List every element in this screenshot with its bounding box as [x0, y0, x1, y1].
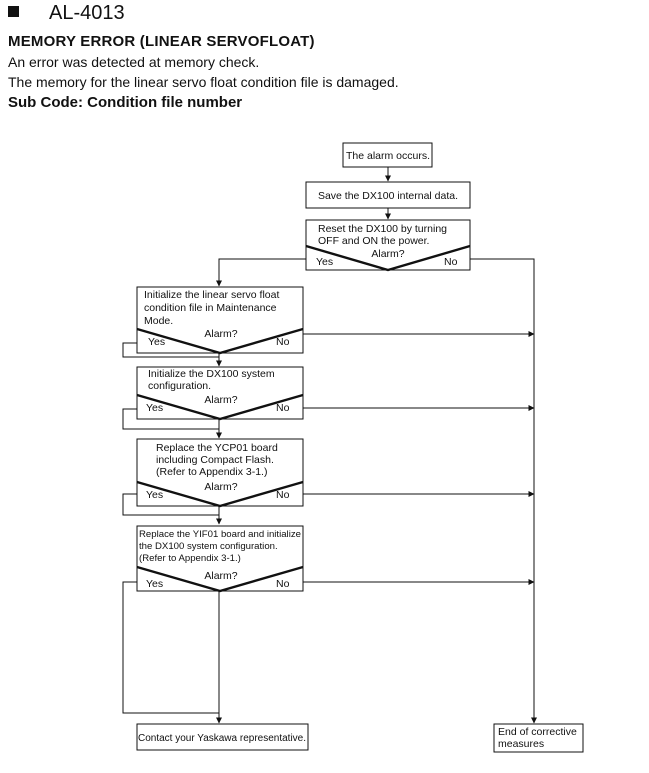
- decision-diamond: [136, 327, 304, 355]
- sub-code: Sub Code: Condition file number: [8, 94, 243, 111]
- reset-text-line-1: Reset the DX100 by turning: [318, 223, 447, 235]
- start-text: The alarm occurs.: [346, 150, 430, 162]
- start-box: The alarm occurs.: [342, 142, 433, 168]
- replace-ycp-line-2: including Compact Flash.: [156, 454, 274, 466]
- init-system-line-1: Initialize the DX100 system: [148, 368, 275, 380]
- decision-label: Alarm?: [204, 570, 237, 582]
- init-file-line-1: Initialize the linear servo float: [144, 289, 279, 301]
- no-label: No: [276, 578, 290, 590]
- no-label: No: [276, 489, 290, 501]
- decision-diamond: [136, 393, 304, 421]
- alarm-title: MEMORY ERROR (LINEAR SERVOFLOAT): [8, 33, 315, 50]
- decision-label: Alarm?: [204, 394, 237, 406]
- end-text-line-1: End of corrective: [498, 726, 577, 738]
- contact-text: Contact your Yaskawa representative.: [138, 733, 306, 744]
- decision-diamond: [305, 244, 471, 272]
- flowchart-lines: [122, 167, 537, 724]
- init-condition-file-box: Initialize the linear servo float condit…: [136, 286, 304, 355]
- yes-label: Yes: [316, 256, 333, 268]
- replace-yif-line-1: Replace the YIF01 board and initialize: [139, 529, 301, 540]
- replace-yif-line-3: (Refer to Appendix 3-1.): [139, 553, 241, 564]
- replace-ycp-line-3: (Refer to Appendix 3-1.): [156, 466, 267, 478]
- contact-yaskawa-box: Contact your Yaskawa representative.: [136, 723, 309, 751]
- description-line-1: An error was detected at memory check.: [8, 54, 260, 70]
- yes-label: Yes: [148, 336, 165, 348]
- init-system-line-2: configuration.: [148, 380, 211, 392]
- replace-yif-line-2: the DX100 system configuration.: [139, 541, 278, 552]
- save-data-text: Save the DX100 internal data.: [318, 190, 458, 202]
- no-label: No: [276, 336, 290, 348]
- reset-text-line-2: OFF and ON the power.: [318, 235, 429, 247]
- decision-label: Alarm?: [204, 328, 237, 340]
- replace-ycp01-box: Replace the YCP01 board including Compac…: [136, 438, 304, 508]
- reset-box: Reset the DX100 by turning OFF and ON th…: [305, 219, 471, 272]
- description-line-2: The memory for the linear servo float co…: [8, 74, 399, 90]
- replace-yif01-box: Replace the YIF01 board and initialize t…: [136, 525, 304, 593]
- yes-label: Yes: [146, 489, 163, 501]
- init-system-config-box: Initialize the DX100 system configuratio…: [136, 366, 304, 421]
- end-text-line-2: measures: [498, 738, 544, 750]
- no-label: No: [276, 402, 290, 414]
- alarm-code: AL-4013: [49, 2, 125, 24]
- replace-ycp-line-1: Replace the YCP01 board: [156, 442, 278, 454]
- yes-label: Yes: [146, 402, 163, 414]
- yes-label: Yes: [146, 578, 163, 590]
- save-data-box: Save the DX100 internal data.: [305, 181, 471, 209]
- end-box: End of corrective measures: [493, 723, 584, 753]
- decision-diamond: [136, 565, 304, 593]
- decision-label: Alarm?: [204, 481, 237, 493]
- decision-diamond: [136, 480, 304, 508]
- init-file-line-3: Mode.: [144, 315, 173, 327]
- decision-label: Alarm?: [371, 248, 404, 260]
- init-file-line-2: condition file in Maintenance: [144, 302, 277, 314]
- alarm-code-heading: AL-4013: [8, 2, 125, 25]
- square-bullet-icon: [8, 6, 19, 18]
- no-label: No: [444, 256, 458, 268]
